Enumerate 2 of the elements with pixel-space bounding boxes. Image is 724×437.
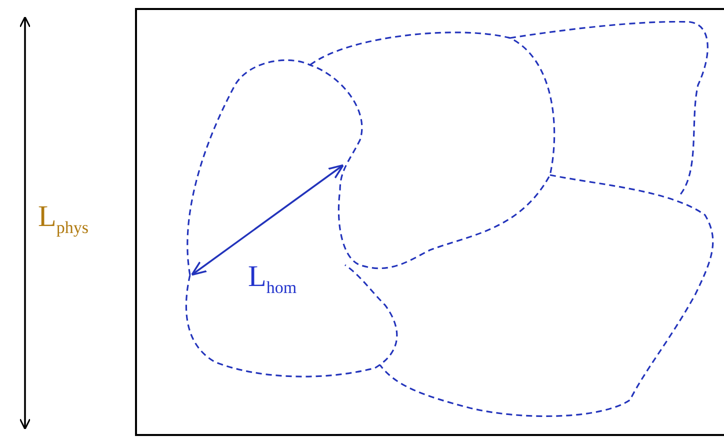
length-label: L$_{hom}$ — [248, 262, 297, 296]
length-label: L$_{phys}$ — [38, 202, 88, 236]
